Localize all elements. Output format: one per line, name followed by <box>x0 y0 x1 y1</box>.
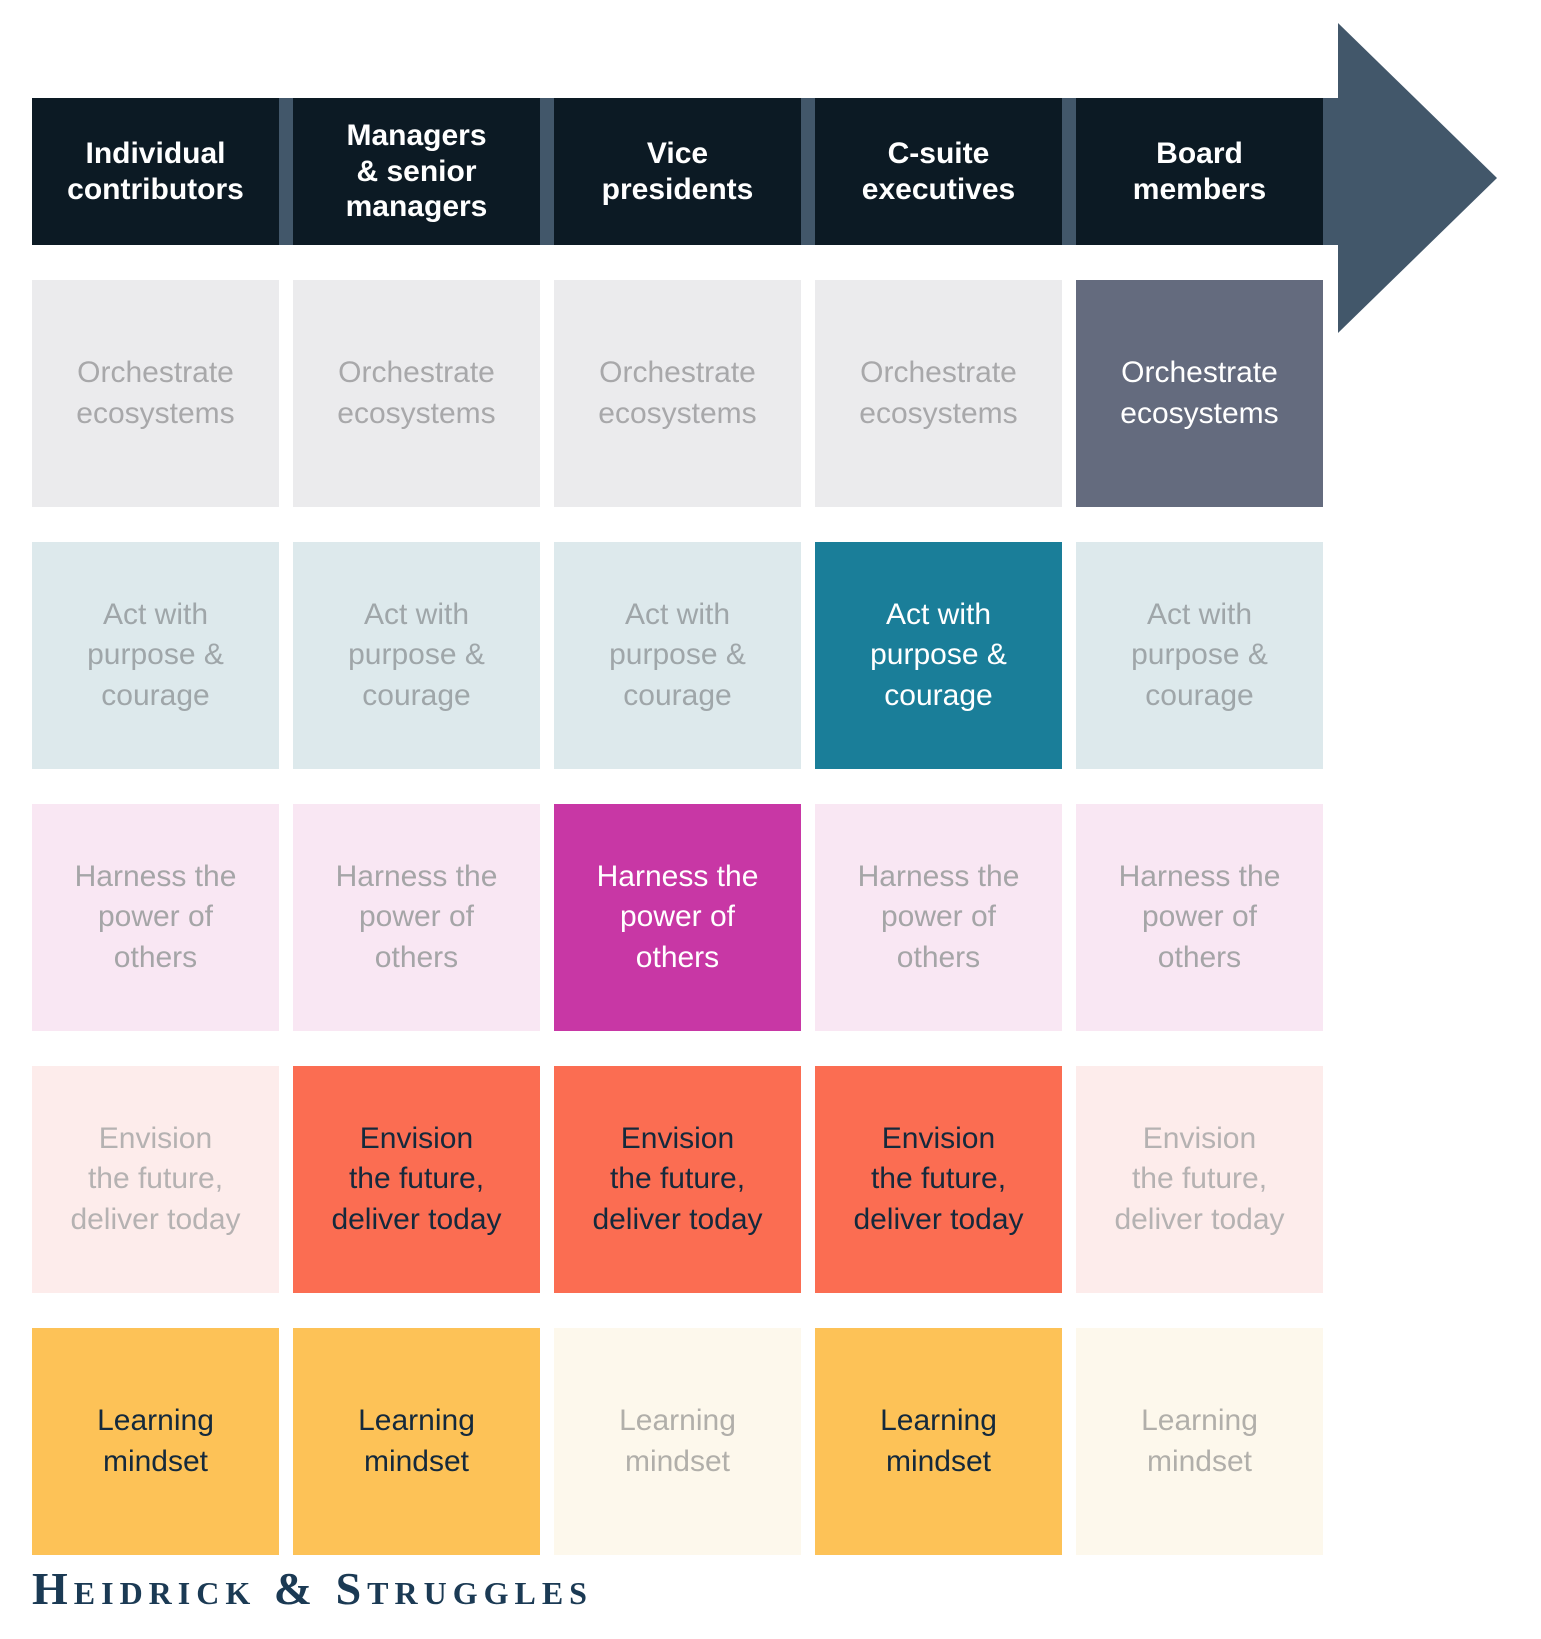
career-progression-arrow-head-icon <box>1338 23 1497 333</box>
cell-harness-the-power-of-others--board-members-muted: Harness the power of others <box>1076 804 1323 1031</box>
header-board-members: Board members <box>1076 98 1323 245</box>
cell-orchestrate-ecosystems--c-suite-executives-muted: Orchestrate ecosystems <box>815 280 1062 507</box>
header-managers-senior-managers: Managers & senior managers <box>293 98 540 245</box>
cell-envision-the-future-deliver-today--vice-presidents-highlighted: Envision the future, deliver today <box>554 1066 801 1293</box>
cell-act-with-purpose-and-courage--managers-senior-managers-muted: Act with purpose & courage <box>293 542 540 769</box>
cell-learning-mindset--managers-senior-managers-highlighted: Learning mindset <box>293 1328 540 1555</box>
cell-act-with-purpose-and-courage--board-members-muted: Act with purpose & courage <box>1076 542 1323 769</box>
cell-orchestrate-ecosystems--board-members-highlighted: Orchestrate ecosystems <box>1076 280 1323 507</box>
cell-learning-mindset--individual-contributors-highlighted: Learning mindset <box>32 1328 279 1555</box>
cell-harness-the-power-of-others--c-suite-executives-muted: Harness the power of others <box>815 804 1062 1031</box>
cell-act-with-purpose-and-courage--vice-presidents-muted: Act with purpose & courage <box>554 542 801 769</box>
cell-harness-the-power-of-others--individual-contributors-muted: Harness the power of others <box>32 804 279 1031</box>
cell-orchestrate-ecosystems--individual-contributors-muted: Orchestrate ecosystems <box>32 280 279 507</box>
cell-learning-mindset--board-members-muted: Learning mindset <box>1076 1328 1323 1555</box>
header-c-suite-executives: C-suite executives <box>815 98 1062 245</box>
cell-harness-the-power-of-others--vice-presidents-highlighted: Harness the power of others <box>554 804 801 1031</box>
cell-act-with-purpose-and-courage--c-suite-executives-highlighted: Act with purpose & courage <box>815 542 1062 769</box>
header-individual-contributors: Individual contributors <box>32 98 279 245</box>
cell-learning-mindset--vice-presidents-muted: Learning mindset <box>554 1328 801 1555</box>
cell-envision-the-future-deliver-today--individual-contributors-muted: Envision the future, deliver today <box>32 1066 279 1293</box>
cell-harness-the-power-of-others--managers-senior-managers-muted: Harness the power of others <box>293 804 540 1031</box>
header-vice-presidents: Vice presidents <box>554 98 801 245</box>
cell-learning-mindset--c-suite-executives-highlighted: Learning mindset <box>815 1328 1062 1555</box>
cell-orchestrate-ecosystems--managers-senior-managers-muted: Orchestrate ecosystems <box>293 280 540 507</box>
cell-envision-the-future-deliver-today--managers-senior-managers-highlighted: Envision the future, deliver today <box>293 1066 540 1293</box>
cell-envision-the-future-deliver-today--c-suite-executives-highlighted: Envision the future, deliver today <box>815 1066 1062 1293</box>
cell-envision-the-future-deliver-today--board-members-muted: Envision the future, deliver today <box>1076 1066 1323 1293</box>
cell-act-with-purpose-and-courage--individual-contributors-muted: Act with purpose & courage <box>32 542 279 769</box>
heidrick-struggles-logo: Heidrick & Struggles <box>32 1563 593 1614</box>
cell-orchestrate-ecosystems--vice-presidents-muted: Orchestrate ecosystems <box>554 280 801 507</box>
